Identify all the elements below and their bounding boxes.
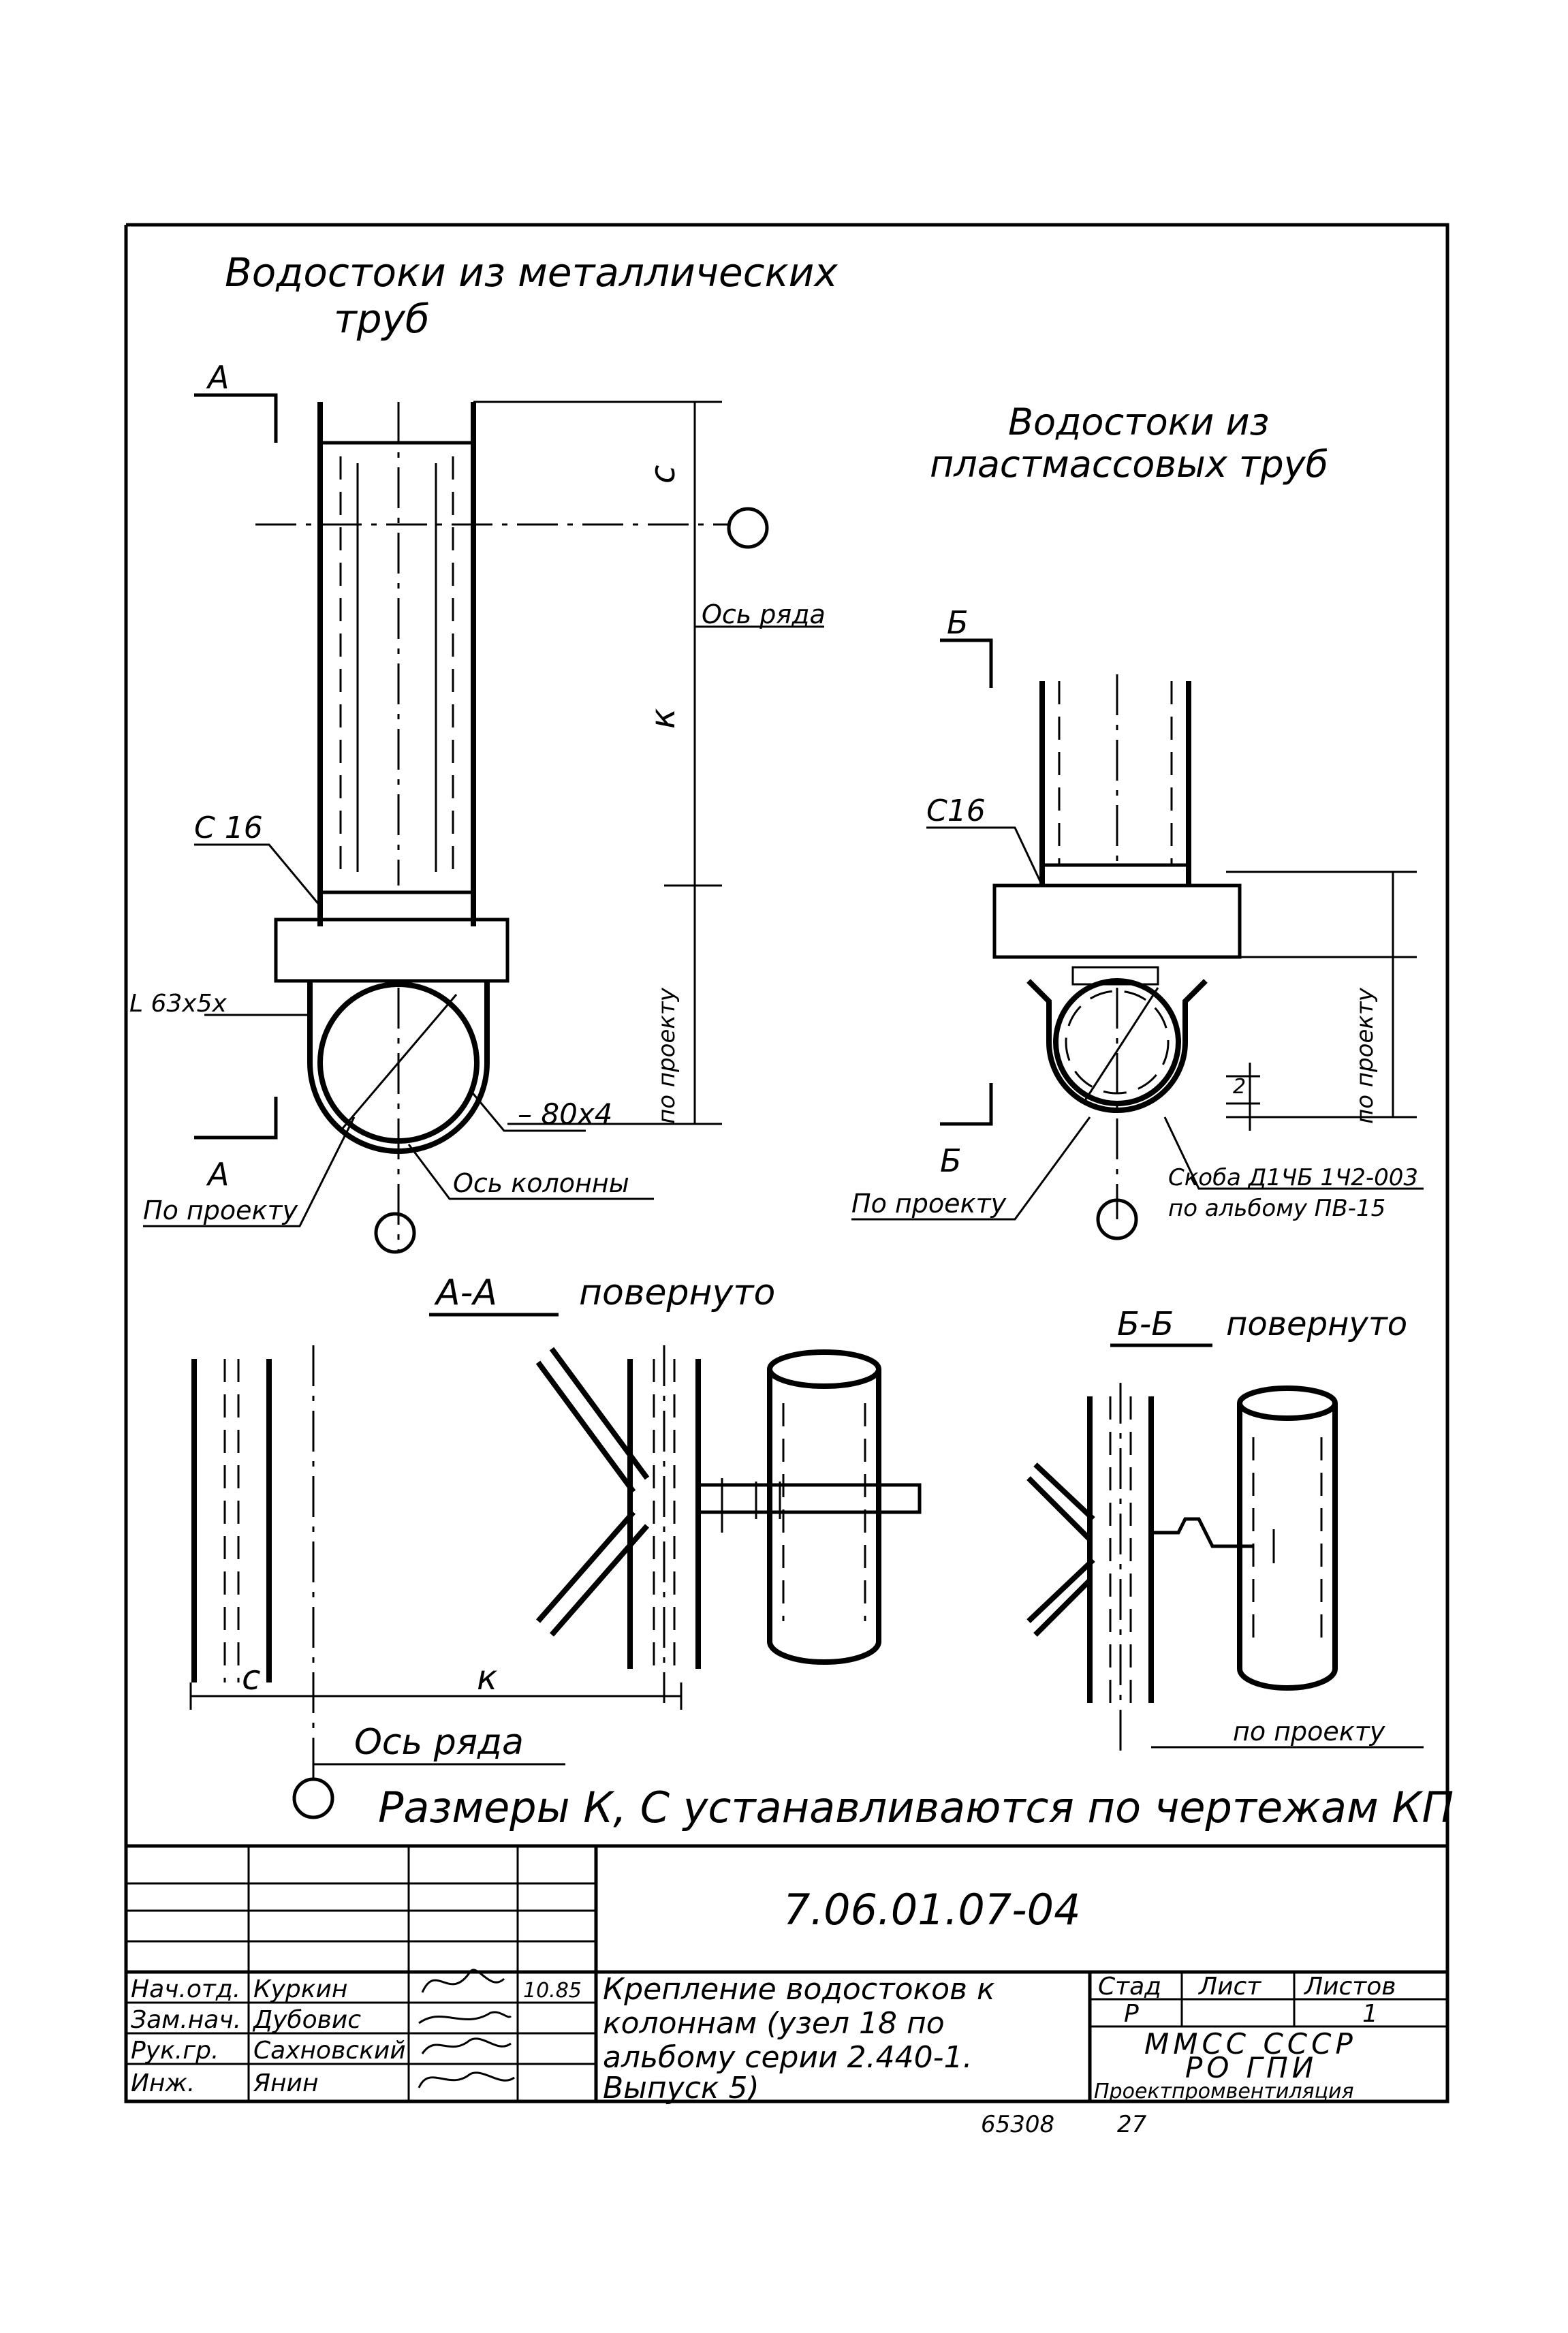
view-b-channel-label: С16 (926, 794, 986, 828)
title-plastic-line2: пластмассовых труб (930, 443, 1328, 486)
stamp-stage-label: Стад (1098, 1973, 1161, 2001)
view-a-column-axis-label: Ось колонны (453, 1168, 629, 1198)
view-a-channel-label: С 16 (194, 811, 263, 845)
footer-archive-number: 65308 (981, 2111, 1054, 2138)
stamp-name-4: Янин (253, 2069, 318, 2097)
stamp-org-line2: РО ГПИ (1185, 2051, 1317, 2084)
stamp-sheets-label: Листов (1303, 1973, 1396, 2001)
view-b-section-mark-top: Б (947, 604, 969, 641)
stamp-title-line2: колоннам (узел 18 по (603, 2006, 945, 2041)
view-a-by-project-right: по проекту (653, 987, 680, 1124)
view-a-strip-label: – 80х4 (518, 1097, 612, 1131)
stamp-org-line3: Проектпромвентиляция (1094, 2080, 1354, 2103)
title-block-grid (126, 1844, 1447, 2101)
stamp-stage-value: Р (1124, 2000, 1139, 2028)
stamp-title-line1: Крепление водостоков к (603, 1972, 995, 2007)
view-a-section-mark-top: А (206, 359, 229, 396)
stamp-title-line3: альбому серии 2.440-1. (603, 2040, 972, 2075)
title-metal-line2: труб (334, 296, 430, 342)
stamp-date-1: 10.85 (523, 1979, 582, 2003)
sheet-frame (124, 223, 1449, 2103)
stamp-signatures (418, 1969, 515, 2088)
section-a-dim-k: к (477, 1658, 497, 1697)
title-plastic-line1: Водостоки из (1008, 401, 1269, 443)
view-a-dim-c: с (643, 465, 683, 484)
section-b-title: Б-Б (1117, 1305, 1174, 1343)
stamp-role-1: Нач.отд. (131, 1975, 240, 2003)
stamp-org-line1: ММСС СССР (1144, 2027, 1357, 2061)
view-a-section-mark-bottom: А (206, 1156, 229, 1193)
view-a-angle-label: L 63х5х (129, 990, 228, 1018)
stamp-role-3: Рук.гр. (131, 2037, 219, 2065)
section-b-drawing (1026, 1383, 1424, 1757)
title-metal-line1: Водостоки из металлических (225, 249, 838, 296)
view-b-clamp-label-2: по альбому ПВ-15 (1168, 1195, 1385, 1222)
view-b-gap-dim: 2 (1233, 1075, 1246, 1099)
stamp-role-4: Инж. (131, 2069, 195, 2097)
view-a-drawing (143, 393, 824, 1254)
section-a-dim-c: с (242, 1658, 261, 1697)
stamp-doc-code: 7.06.01.07-04 (783, 1885, 1081, 1935)
stamp-name-3: Сахновский (253, 2037, 406, 2065)
stamp-sheet-label: Лист (1197, 1973, 1261, 2001)
section-a-row-axis-label: Ось ряда (354, 1722, 524, 1763)
stamp-sheets-value: 1 (1362, 2000, 1378, 2028)
section-b-by-project-label: по проекту (1233, 1717, 1385, 1747)
section-a-drawing (189, 1345, 922, 1819)
view-b-section-mark-bottom: Б (940, 1142, 962, 1179)
view-a-by-project-label: По проекту (143, 1195, 298, 1225)
section-a-title: А-А (434, 1272, 497, 1313)
view-b-by-project-label: По проекту (851, 1189, 1007, 1219)
section-a-rotated: повернуто (579, 1272, 775, 1313)
view-b-drawing (851, 638, 1424, 1240)
dimension-note: Размеры К, С устанавливаются по чертежам… (378, 1783, 1454, 1832)
footer-page-number: 27 (1117, 2111, 1147, 2138)
stamp-name-2: Дубовис (252, 2006, 361, 2034)
view-b-clamp-label-1: Скоба Д1ЧБ 1Ч2-003 (1168, 1164, 1418, 1191)
stamp-title-line4: Выпуск 5) (603, 2071, 759, 2105)
stamp-name-1: Куркин (253, 1975, 347, 2003)
view-a-row-axis-label: Ось ряда (702, 599, 826, 629)
section-b-rotated: повернуто (1226, 1305, 1407, 1343)
view-b-by-project-right: по проекту (1351, 987, 1379, 1124)
view-a-dim-k: к (643, 708, 683, 729)
stamp-role-2: Зам.нач. (131, 2006, 241, 2034)
